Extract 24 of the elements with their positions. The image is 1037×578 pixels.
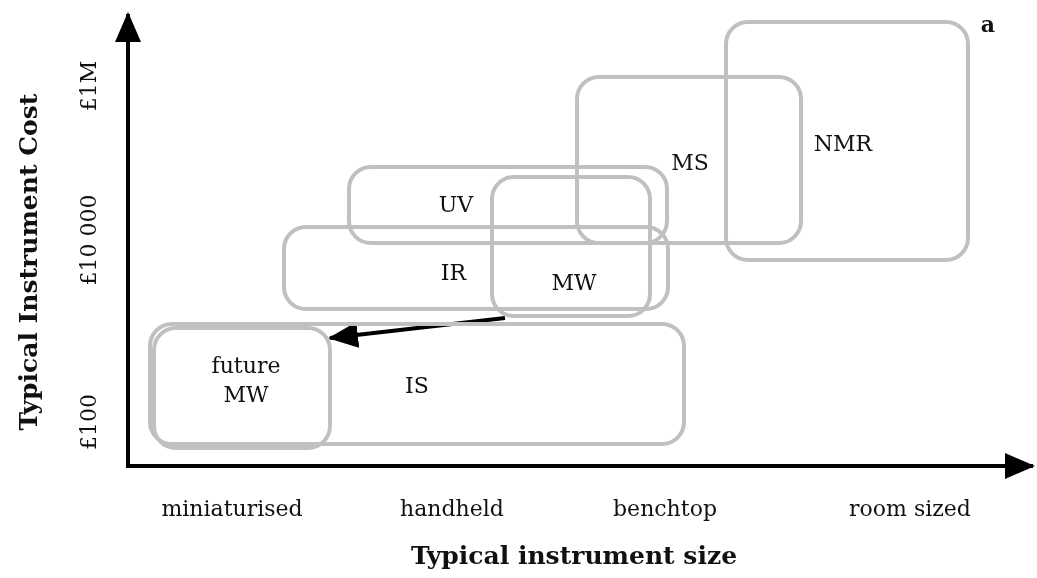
rounded-region bbox=[490, 175, 652, 318]
panel-letter: a bbox=[980, 11, 996, 37]
rounded-region bbox=[724, 20, 970, 262]
tick-label: £100 bbox=[75, 394, 101, 450]
region-label: IR bbox=[439, 259, 468, 287]
tick-label: benchtop bbox=[613, 495, 717, 521]
region-label: MW bbox=[550, 269, 598, 297]
rounded-region bbox=[282, 225, 670, 311]
arrow bbox=[328, 316, 506, 348]
tick-label: handheld bbox=[400, 495, 504, 521]
region-label: UV bbox=[437, 191, 475, 219]
region-label: MS bbox=[670, 149, 710, 177]
tick-label: miniaturised bbox=[161, 495, 303, 521]
region-label: NMR bbox=[812, 130, 874, 158]
rounded-region bbox=[575, 75, 803, 245]
rounded-region bbox=[152, 326, 332, 450]
tick-label: £1M bbox=[75, 60, 101, 112]
rounded-region bbox=[347, 165, 669, 245]
tick-label: room sized bbox=[849, 495, 971, 521]
axis-title: Typical Instrument Cost bbox=[13, 93, 43, 431]
tick-label: £10 000 bbox=[75, 194, 101, 286]
axis-title: Typical instrument size bbox=[410, 540, 738, 570]
region-label: IS bbox=[404, 372, 430, 400]
region-label: future MW bbox=[210, 352, 282, 409]
